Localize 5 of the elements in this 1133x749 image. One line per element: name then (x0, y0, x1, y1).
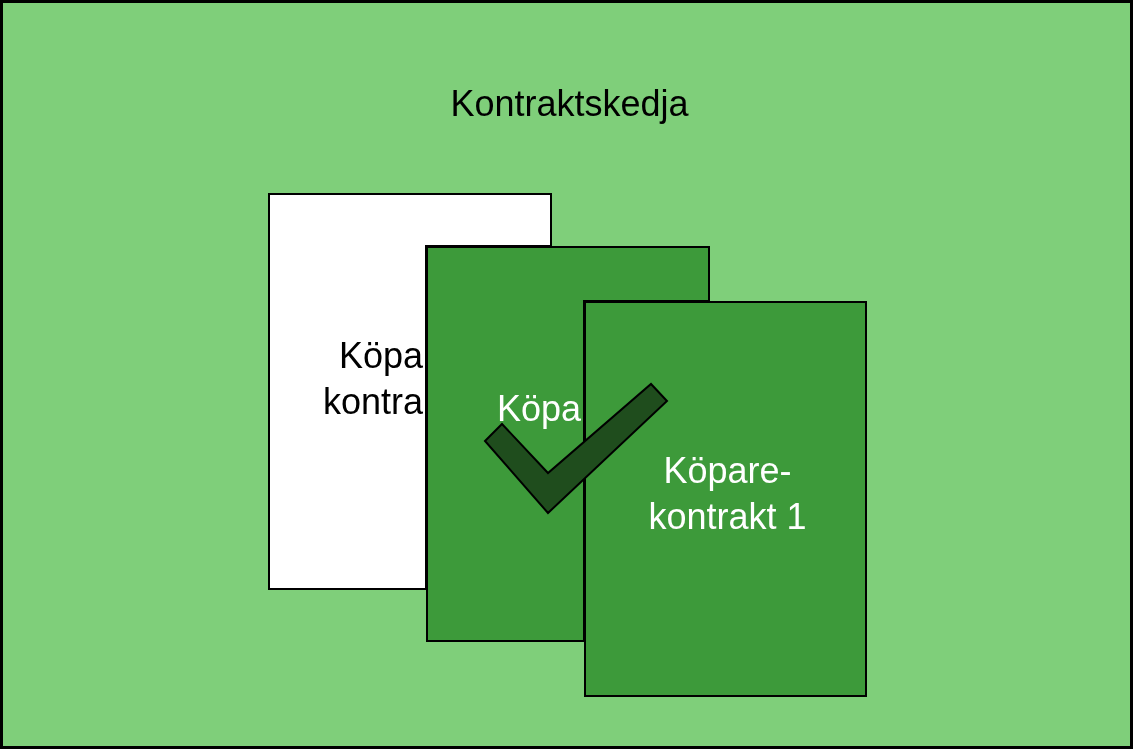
card-text: Köpa kontra (321, 334, 423, 424)
title-text: Kontraktskedja (449, 82, 690, 126)
card-text: Köpare- kontrakt 1 (647, 449, 808, 539)
card-text: Köpa (495, 387, 581, 431)
contract-card (584, 301, 867, 697)
